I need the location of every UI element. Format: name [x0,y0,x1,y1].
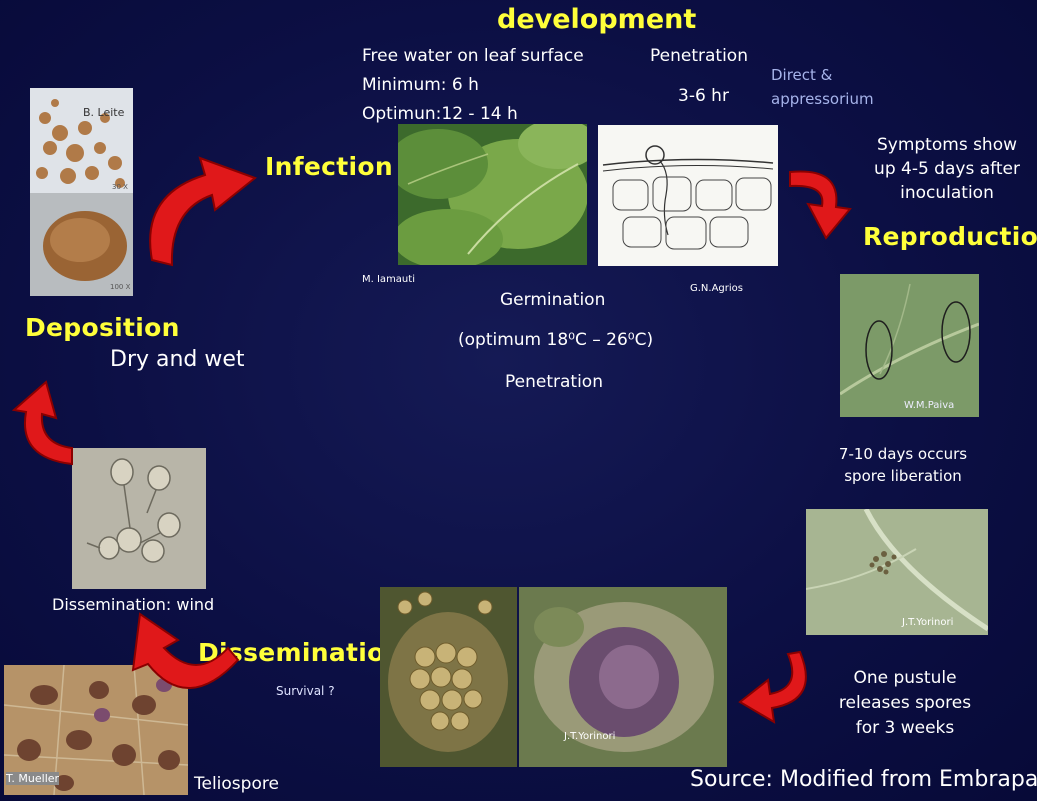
symptoms-line-3: inoculation [862,181,1032,205]
mueller-credit: T. Mueller [6,772,59,785]
spore-pile-photo: B. Leite 30 X 100 X [30,88,133,296]
minimum-text: Minimum: 6 h [362,74,479,96]
b-leite-credit: B. Leite [83,106,124,119]
pustule-micro-photo [380,587,517,767]
center-penetration-text: Penetration [505,371,603,393]
symptoms-line-1: Symptoms show [862,133,1032,157]
spore-liberation-line-1: 7-10 days occurs [818,443,988,465]
yorinori-credit-1: J.T.Yorinori [902,617,953,628]
pustule-line-2: releases spores [820,691,990,716]
pustule-line-3: for 3 weeks [820,716,990,741]
symptoms-line-2: up 4-5 days after [862,157,1032,181]
magnification-30x: 30 X [112,183,128,191]
pustule-line-1: One pustule [820,666,990,691]
penetration-label: Penetration [650,45,748,67]
direct-text: Direct & [771,65,832,85]
soybean-leaves-photo [398,124,587,265]
spore-liberation-line-2: spore liberation [818,465,988,487]
yorinori-credit-2: J.T.Yorinori [564,731,615,742]
infection-label: Infection [265,152,393,181]
reproduction-label: Reproduction [863,222,1037,251]
infection-arrow-icon [140,140,265,270]
pustule-text: One pustule releases spores for 3 weeks [820,666,990,741]
leaf-lesions-photo: W.M.Paiva [840,274,979,417]
dry-wet-text: Dry and wet [110,347,245,372]
source-text: Source: Modified from Embrapa [690,767,1037,792]
lesion-micro-photo: J.T.Yorinori [519,587,727,767]
spore-release-arrow-icon [738,650,818,725]
magnification-100x: 100 X [110,283,130,291]
paiva-credit: W.M.Paiva [904,400,954,411]
appressorium-text: appressorium [771,89,874,109]
penetration-hours: 3-6 hr [678,85,729,107]
germination-text: Germination [500,289,605,311]
development-heading: development [497,4,696,35]
agrios-credit: G.N.Agrios [690,283,743,294]
optimum-text: Optimun:12 - 14 h [362,103,518,125]
dissemination-arrow-icon [118,604,243,704]
spore-liberation-text: 7-10 days occurs spore liberation [818,443,988,487]
deposition-label: Deposition [25,313,180,342]
optimum-temperature-text: (optimum 18⁰C – 26⁰C) [458,329,653,351]
teliospore-text: Teliospore [194,773,279,795]
leaf-pustules-photo: J.T.Yorinori [806,509,988,635]
survival-text: Survival ? [276,684,335,698]
free-water-text: Free water on leaf surface [362,45,584,67]
urediniospores-photo [72,448,206,589]
cell-penetration-drawing [598,125,778,266]
iamauti-credit: M. Iamauti [362,274,415,285]
deposition-arrow-icon [12,378,74,468]
reproduction-arrow-icon [786,162,858,242]
symptoms-text: Symptoms show up 4-5 days after inoculat… [862,133,1032,205]
